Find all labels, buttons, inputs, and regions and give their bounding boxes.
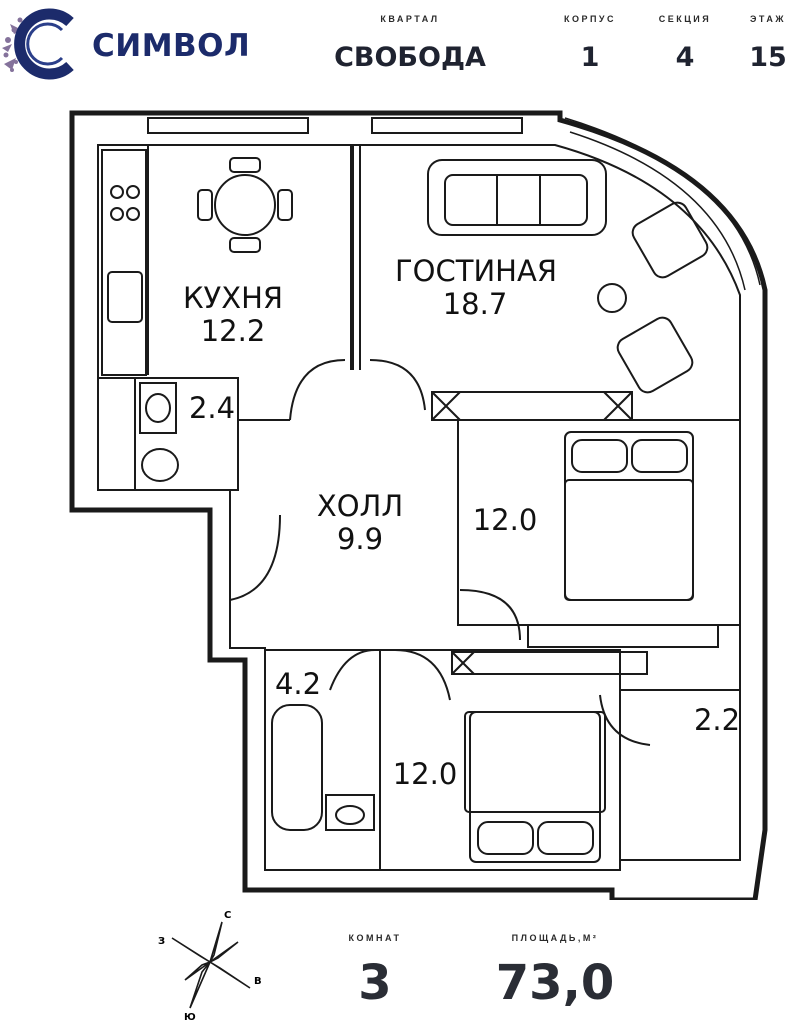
room-bath-small: 2.4	[182, 391, 242, 425]
room-bedroom-2: 12.0	[385, 757, 465, 791]
room-bedroom-1: 12.0	[465, 503, 545, 537]
floor-plan	[69, 110, 768, 900]
area-value: 73,0	[495, 955, 615, 1011]
brand-logo: СИМВОЛ	[0, 0, 260, 90]
compass-rose-icon: С З В Ю	[158, 910, 262, 1023]
room-bath: 4.2	[268, 667, 328, 701]
room-hall: ХОЛЛ 9.9	[300, 489, 420, 557]
room-kitchen: КУХНЯ 12.2	[168, 281, 298, 349]
building-value: 1	[580, 42, 600, 73]
floor-label: ЭТАЖ	[750, 14, 786, 24]
floor-value: 15	[749, 42, 787, 73]
room-hall-area: 9.9	[336, 522, 384, 557]
section-value: 4	[675, 42, 695, 73]
compass-w: З	[158, 936, 165, 947]
room-closet-area: 2.2	[693, 703, 741, 737]
room-kitchen-name: КУХНЯ	[182, 281, 284, 315]
room-closet: 2.2	[682, 703, 752, 737]
area-label: ПЛОЩАДЬ,М²	[511, 933, 599, 943]
room-kitchen-area: 12.2	[200, 314, 266, 349]
rooms-count-value: 3	[358, 955, 392, 1011]
compass-n: С	[224, 910, 231, 921]
room-hall-name: ХОЛЛ	[316, 489, 404, 523]
room-bedroom-2-area: 12.0	[392, 757, 458, 791]
room-bath-small-area: 2.4	[188, 391, 236, 425]
logo-mark-icon	[2, 8, 74, 80]
quarter-label: КВАРТАЛ	[380, 14, 440, 24]
brand-name: СИМВОЛ	[92, 28, 251, 64]
compass-s: Ю	[184, 1012, 196, 1023]
building-label: КОРПУС	[563, 14, 617, 24]
section-label: СЕКЦИЯ	[658, 14, 712, 24]
room-bath-area: 4.2	[274, 667, 322, 701]
room-living-name: ГОСТИНАЯ	[395, 254, 557, 288]
compass-e: В	[254, 976, 262, 987]
rooms-count-label: КОМНАТ	[348, 933, 402, 943]
quarter-value: СВОБОДА	[334, 42, 486, 73]
room-bedroom-1-area: 12.0	[472, 503, 538, 537]
room-living: ГОСТИНАЯ 18.7	[395, 254, 557, 322]
room-living-area: 18.7	[442, 287, 508, 322]
